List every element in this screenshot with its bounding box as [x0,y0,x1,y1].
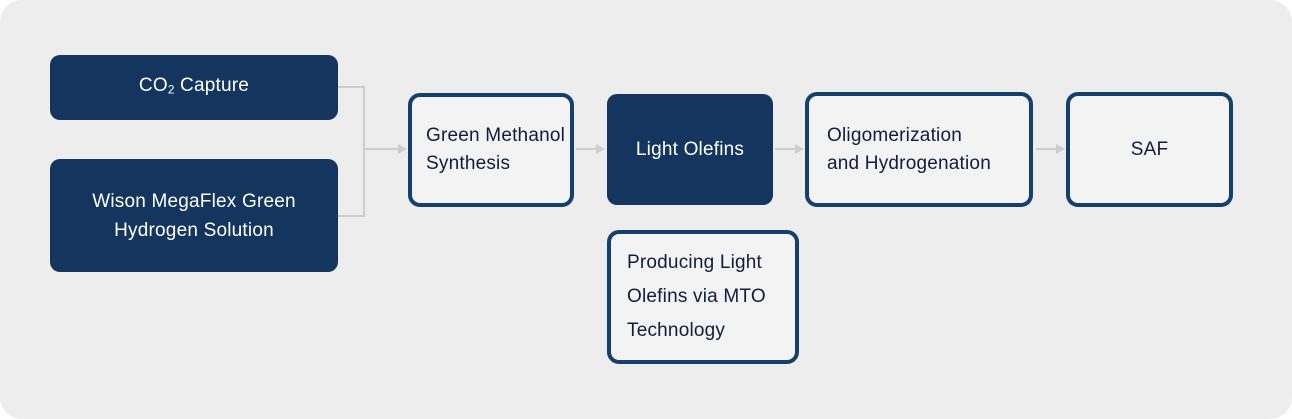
node-light-olefins-label: Light Olefins [635,139,745,160]
connector-methanol-to-olefins [576,148,597,150]
co2-subscript: 2 [167,83,175,97]
node-co2-capture: CO2 Capture [50,55,338,120]
node-saf-label: SAF [1130,139,1169,160]
connector-merge-to-methanol [363,148,399,150]
node-oligomerization-hydrogenation-label: Oligomerization and Hydrogenation [827,124,991,174]
node-green-methanol-synthesis-label: Green Methanol Synthesis [426,125,566,174]
node-mto-technology-note-label: Producing Light Olefins via MTO Technolo… [627,252,766,341]
arrowhead-to-saf [1056,144,1065,154]
node-wison-green-hydrogen-label: Wison MegaFlex Green Hydrogen Solution [92,190,296,241]
connector-co2-stub [338,86,365,88]
arrowhead-to-olefins [596,144,605,154]
node-mto-technology-note: Producing Light Olefins via MTO Technolo… [607,230,799,364]
connector-wison-stub [338,215,365,217]
node-saf: SAF [1066,92,1233,207]
connector-olefins-to-oligo [775,148,796,150]
connector-merge-vertical [363,86,365,217]
arrowhead-to-methanol [398,144,407,154]
node-light-olefins: Light Olefins [607,94,773,205]
node-wison-green-hydrogen: Wison MegaFlex Green Hydrogen Solution [50,159,338,272]
connector-oligo-to-saf [1036,148,1057,150]
arrowhead-to-oligo [795,144,804,154]
node-co2-capture-label: CO2 Capture [138,74,250,97]
node-oligomerization-hydrogenation: Oligomerization and Hydrogenation [805,92,1033,207]
node-green-methanol-synthesis: Green Methanol Synthesis [408,93,574,207]
